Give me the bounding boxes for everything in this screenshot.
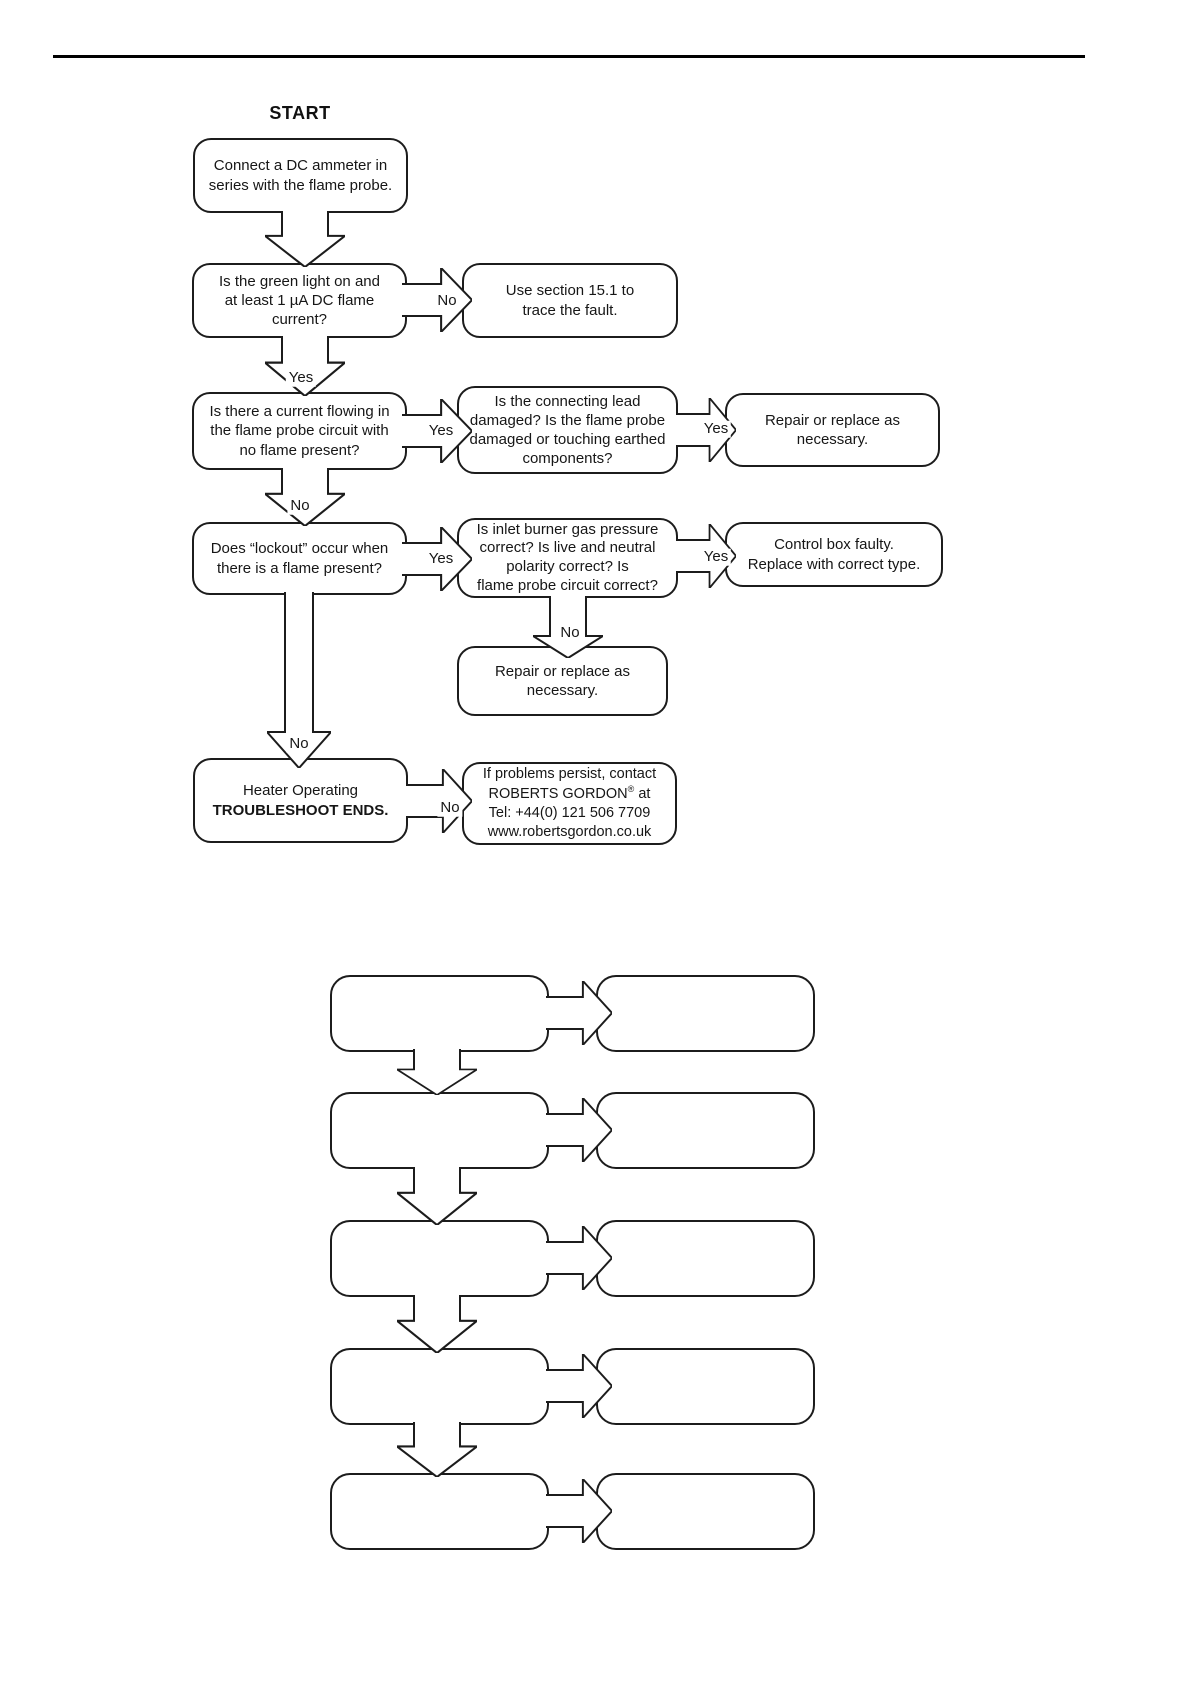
template-left-box-4: [330, 1348, 549, 1425]
start-label: START: [269, 103, 331, 123]
contact-line2b: at: [634, 785, 651, 802]
label-yes-4: Yes: [425, 550, 457, 568]
connect-ammeter-box: Connect a DC ammeter in series with the …: [193, 138, 408, 213]
template-right-box-2: [596, 1092, 815, 1169]
label-yes-1: Yes: [285, 369, 317, 387]
arrow-down-long-no-to-heater-operating: [267, 592, 331, 768]
current-flowing-question-box: Is there a current flowing in the flame …: [192, 392, 407, 470]
repair-replace-box-2: Repair or replace as necessary.: [457, 646, 668, 716]
template-right-arrow-5: [546, 1479, 612, 1543]
label-yes-2: Yes: [425, 422, 457, 440]
template-left-box-3: [330, 1220, 549, 1297]
template-right-box-5: [596, 1473, 815, 1550]
template-down-arrow-4: [397, 1422, 477, 1477]
contact-url: www.robertsgordon.co.uk: [487, 824, 652, 841]
green-light-question-box: Is the green light on and at least 1 µA …: [192, 263, 407, 338]
template-right-box-1: [596, 975, 815, 1052]
arrow-down-connect-to-greenlight: [265, 211, 345, 267]
label-yes-5: Yes: [700, 548, 732, 566]
arrow-down-no-to-lockout: [265, 468, 345, 526]
repair-replace-box-1: Repair or replace as necessary.: [725, 393, 940, 467]
template-left-box-5: [330, 1473, 549, 1550]
template-down-arrow-1: [397, 1049, 477, 1095]
control-box-faulty-box: Control box faulty. Replace with correct…: [725, 522, 943, 587]
contact-brand: ROBERTS GORDON: [488, 785, 628, 802]
template-down-arrow-2: [397, 1167, 477, 1225]
template-right-box-3: [596, 1220, 815, 1297]
connecting-lead-question-box: Is the connecting lead damaged? Is the f…: [457, 386, 678, 474]
label-yes-3: Yes: [700, 420, 732, 438]
lockout-question-box: Does “lockout” occur when there is a fla…: [192, 522, 407, 595]
page-top-rule: [53, 55, 1085, 58]
contact-phone: Tel: +44(0) 121 506 7709: [488, 804, 651, 821]
template-down-arrow-3: [397, 1295, 477, 1353]
label-no-3: No: [557, 624, 583, 642]
heater-operating-line1: Heater Operating: [242, 782, 359, 800]
label-no-4: No: [286, 735, 312, 753]
template-right-arrow-1: [546, 981, 612, 1045]
template-left-box-2: [330, 1092, 549, 1169]
template-right-arrow-2: [546, 1098, 612, 1162]
arrow-down-yes-to-current-flowing: [265, 336, 345, 396]
inlet-pressure-question-box: Is inlet burner gas pressure correct? Is…: [457, 518, 678, 598]
template-right-arrow-4: [546, 1354, 612, 1418]
label-no-2: No: [287, 497, 313, 515]
troubleshoot-ends-line: TROUBLESHOOT ENDS.: [212, 801, 389, 819]
contact-line1: If problems persist, contact: [482, 765, 657, 782]
template-right-box-4: [596, 1348, 815, 1425]
template-right-arrow-3: [546, 1226, 612, 1290]
use-section-box: Use section 15.1 to trace the fault.: [462, 263, 678, 338]
registered-mark: ®: [627, 783, 635, 794]
label-no-5: No: [437, 799, 463, 817]
label-no-1: No: [434, 292, 460, 310]
template-left-box-1: [330, 975, 549, 1052]
